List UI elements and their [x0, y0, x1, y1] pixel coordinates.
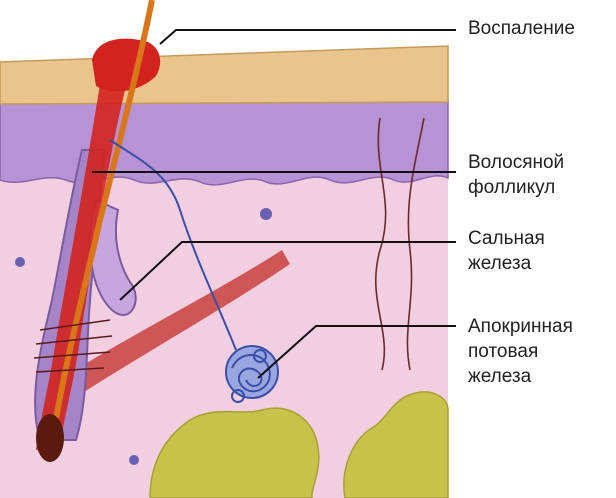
hair-bulb: [36, 414, 64, 462]
label-hair-follicle-line-1: Волосяной: [468, 152, 565, 173]
arrector-pili-muscle: [72, 250, 290, 392]
label-inflammation-line-1: Воспаление: [468, 18, 575, 39]
label-sebaceous-gland-line-1: Сальная: [468, 228, 545, 249]
cell-dot: [15, 257, 25, 267]
label-sebaceous-gland-line-2: железа: [468, 253, 532, 274]
cell-dot: [260, 208, 272, 220]
inflamed-follicle-shaft: [36, 84, 126, 452]
hair-shaft: [51, 0, 155, 431]
sweat-gland-duct: [109, 139, 237, 351]
fat-lobule-right: [343, 391, 449, 498]
label-inflammation: Воспаление: [468, 16, 575, 41]
label-apocrine-gland: Апокринная потовая железа: [468, 314, 573, 389]
label-apocrine-gland-line-2: потовая: [468, 341, 539, 362]
leader-line-inflammation: [159, 29, 456, 45]
nerve-fibers: [375, 117, 425, 371]
label-apocrine-gland-line-1: Апокринная: [468, 316, 573, 337]
label-hair-follicle: Волосяной фолликул: [468, 150, 564, 200]
leader-line-apocrine: [257, 325, 456, 379]
label-hair-follicle-line-2: фолликул: [468, 177, 556, 198]
leader-line-sebaceous: [119, 241, 456, 301]
label-apocrine-gland-line-3: железа: [468, 366, 532, 387]
cell-dot: [129, 455, 139, 465]
fat-lobule-left: [149, 407, 320, 498]
epidermis-layer: [0, 45, 449, 105]
apocrine-gland-coil: [225, 345, 279, 403]
label-sebaceous-gland: Сальная железа: [468, 226, 545, 276]
follicle-nerve-wraps: [33, 319, 113, 373]
